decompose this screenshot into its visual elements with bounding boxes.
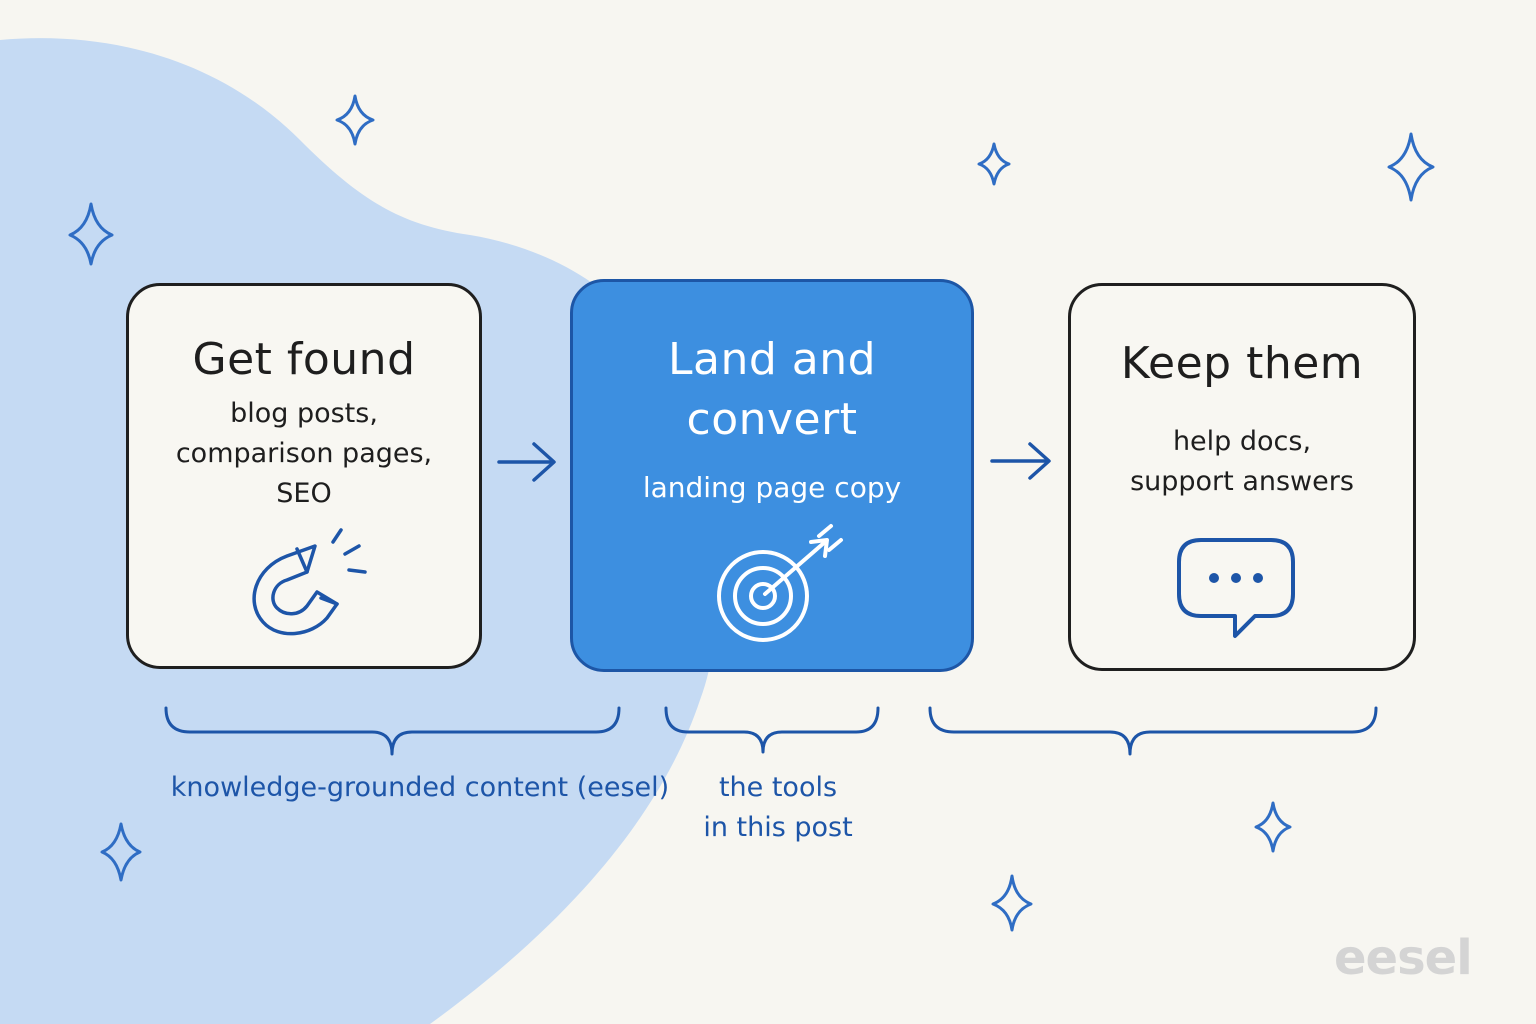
step-description: landing page copy [642,471,902,504]
sparkles [68,94,1435,932]
step-card-get-found: Get found blog posts, comparison pages, … [126,283,482,669]
step-title: Land and convert [667,334,877,445]
sparkle-icon [1387,132,1435,202]
braces [164,706,1378,756]
sparkle-icon [991,874,1033,932]
target-arrow-icon [717,524,843,642]
brace-label-tools: the tools in this post [703,772,853,843]
brace-left [164,706,621,756]
chat-bubble-icon [1177,538,1295,638]
sparkle-icon [1254,801,1292,853]
step-title: Get found [192,334,416,385]
brace-middle [664,706,880,754]
sparkle-icon [100,822,142,882]
sparkle-icon [977,142,1011,186]
sparkle-icon [68,202,114,266]
connectors [497,442,1051,482]
step-title: Keep them [1120,338,1364,389]
magnet-icon [252,528,367,636]
arrow-right-icon [990,442,1051,480]
arrow-right-icon [497,442,556,482]
brace-right [928,706,1378,756]
sparkle-icon [335,94,375,146]
step-card-land-and-convert: Land and convert landing page copy [570,279,974,672]
step-card-keep-them: Keep them help docs, support answers [1068,283,1416,671]
brand-logo: eesel [1334,930,1473,986]
brace-label-knowledge: knowledge-grounded content (eesel) [170,772,670,803]
step-description: help docs, support answers [1130,426,1354,497]
step-description: blog posts, comparison pages, SEO [175,398,433,509]
